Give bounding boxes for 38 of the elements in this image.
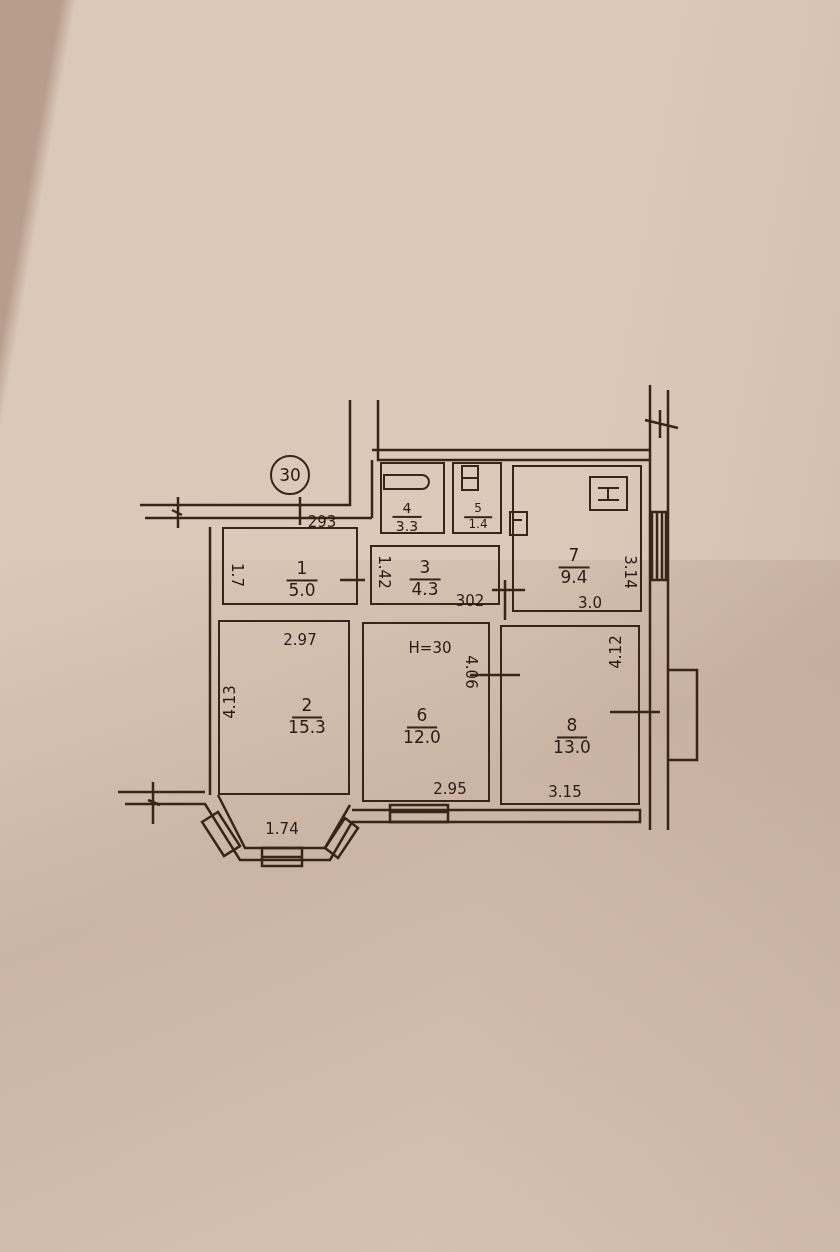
room-area: 5.0 [288,581,316,601]
dimension-label: 4.12 [608,635,624,669]
room-outline [512,465,642,612]
room-number: 6 [406,706,438,728]
room-area: 4.3 [411,580,439,600]
room-outline [380,462,445,534]
dimension-label: 3.15 [548,784,582,800]
room-area: 9.4 [560,568,588,588]
room-outline [222,527,358,605]
room-outline [362,622,490,802]
room-area: 12.0 [403,728,441,748]
room-outline [218,620,350,795]
room-outline [370,545,500,605]
dimension-label: 1.74 [265,821,299,837]
dimension-label: 1.7 [228,563,244,587]
room-number: 3 [409,558,441,580]
room-number: 1 [286,559,318,581]
room-area: 15.3 [288,718,326,738]
dimension-label: 3.0 [578,595,602,611]
room-area: 3.3 [395,518,419,535]
apartment-number: 30 [279,465,301,485]
dimension-label: 2.95 [433,781,467,797]
dimension-label: H=30 [408,640,452,656]
room-number: 4 [392,499,422,518]
room-outline [500,625,640,805]
room-number: 2 [291,696,323,718]
room-outline [452,462,502,534]
room-number: 5 [464,502,492,518]
dimension-label: 3.14 [621,555,637,589]
dimension-label: 1.42 [375,555,391,589]
dimension-label: 4.13 [222,685,238,719]
apartment-number-circle [270,455,310,495]
dimension-label: 2.97 [283,632,317,648]
room-area: 13.0 [553,738,591,758]
dimension-label: 4.06 [462,655,478,689]
room-number: 8 [556,716,588,738]
room-area: 1.4 [468,518,488,532]
room-number: 7 [558,546,590,568]
